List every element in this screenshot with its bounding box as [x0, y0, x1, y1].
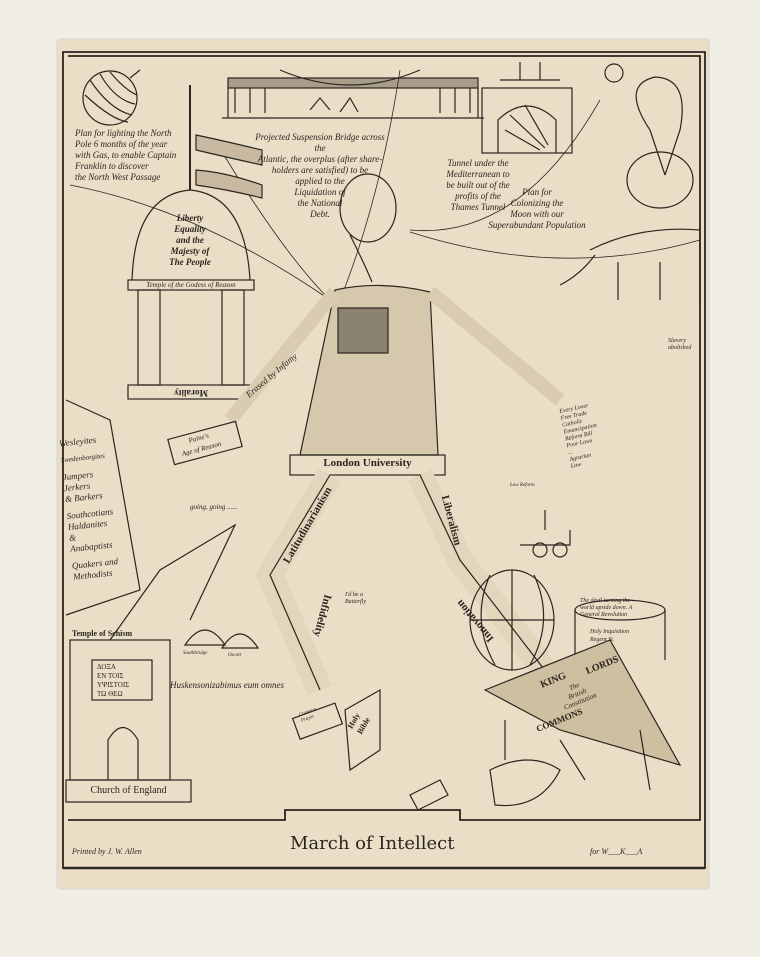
temple-dome-text: Liberty Equality and the Majesty of The …: [169, 213, 211, 267]
motto-text: Huskensonizabimus eum omnes: [170, 680, 284, 690]
skirt-band-text: London University: [323, 457, 412, 469]
balloon-icon: [626, 76, 694, 209]
devil-text: The devil turning the world upside down.…: [580, 598, 633, 618]
church-of-england: [65, 523, 237, 803]
gas-globe-icon: [82, 69, 141, 126]
sect-item: Southcotians Haldanites & Anabaptists: [66, 506, 114, 554]
flag-icon: [195, 134, 263, 199]
caption-north-pole: Plan for lighting the North Pole 6 month…: [75, 128, 177, 182]
suspension-bridge-icon: [222, 69, 484, 119]
caption-tunnel: Tunnel under the Mediterranean to be bui…: [446, 158, 510, 212]
print-sheet: [58, 40, 708, 888]
thought-bubble-outline: [69, 69, 701, 301]
march-of-intellect-figure: [224, 173, 571, 698]
temple-frieze-text: Temple of the Godess of Reason: [146, 281, 236, 289]
sect-item: Swedenborgites: [60, 451, 106, 465]
print-title: March of Intellect: [290, 833, 455, 854]
going-text: going, going ......: [190, 503, 238, 511]
steam-carriage-icon: [520, 510, 571, 558]
inquisition-cylinder: [574, 599, 666, 660]
moon-seal-icon: [604, 63, 624, 83]
caption-moon: Plan for Colonizing the Moon with our Su…: [488, 187, 586, 230]
sect-item: Jumpers Jerkers & Barkers: [62, 469, 104, 505]
church-base-text: Church of England: [90, 785, 167, 796]
law-reform-text: Law Reform: [510, 483, 535, 488]
holy-bible-book: [291, 688, 381, 772]
printer-credit: Printed by J. W. Allen: [72, 847, 142, 856]
butterfly-text: I'd be a Butterfly: [345, 592, 366, 605]
world-globe-icon: [469, 569, 555, 671]
elephant-icon: [559, 228, 701, 300]
caption-bridge: Projected Suspension Bridge across the A…: [255, 132, 385, 219]
dome-label: Southbridge: [183, 651, 208, 656]
domes-icon: [183, 629, 260, 649]
church-top-text: Temple of Schism: [72, 629, 133, 638]
temple-base-text: Morality: [174, 388, 208, 398]
sects-ribbon: [65, 399, 141, 616]
book-age-of-reason: [167, 420, 243, 466]
tunnel-icon: [481, 62, 573, 154]
inquisition-text: Holy Inquisition Regent St.: [590, 629, 630, 643]
publisher-credit: for W___K___A: [590, 847, 643, 856]
slavery-text: Slavery abolished: [668, 338, 692, 351]
church-greek-text: ΔΟΞΑ ΕΝ ΤΟΙΣ ΥΨΙΣΤΟΙΣ ΤΩ ΘΕΩ: [97, 663, 130, 698]
british-constitution-ruin: [409, 639, 682, 811]
dome-label: Oscott: [228, 653, 242, 658]
